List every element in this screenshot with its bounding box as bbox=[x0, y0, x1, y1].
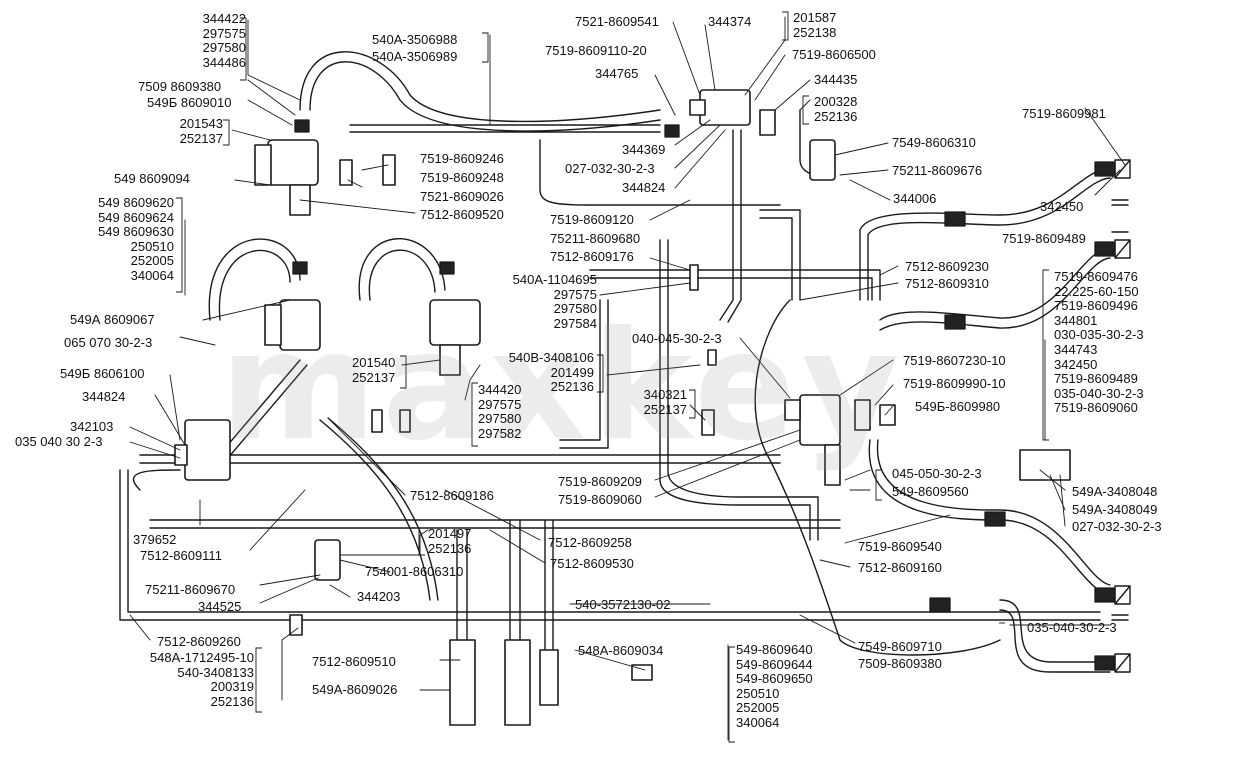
part-label: 344765 bbox=[595, 66, 639, 81]
part-label: 549-8609560 bbox=[892, 484, 969, 499]
part-label: 549А-8609026 bbox=[312, 682, 398, 697]
part-label: 7519-8606500 bbox=[792, 47, 876, 62]
part-label: 7512-8609176 bbox=[550, 249, 634, 264]
part-label: 549Б 8606100 bbox=[60, 366, 145, 381]
part-label: 549А 8609067 bbox=[70, 312, 155, 327]
part-label: 7521-8609026 bbox=[420, 189, 504, 204]
part-label: 549Б 8609010 bbox=[147, 95, 232, 110]
part-label: 7519-8609120 bbox=[550, 212, 634, 227]
part-label: 7549-8609710 bbox=[858, 639, 942, 654]
part-label: 75211-8609676 bbox=[892, 163, 983, 178]
part-label: 540A-3506989 bbox=[372, 49, 458, 64]
part-label: 065 070 30-2-3 bbox=[64, 335, 153, 350]
part-label: 344203 bbox=[357, 589, 401, 604]
part-label: 344374 bbox=[708, 14, 752, 29]
part-label: 7519-8609540 bbox=[858, 539, 942, 554]
part-label: 7509-8609380 bbox=[858, 656, 942, 671]
part-label: 540A-3506988 bbox=[372, 32, 458, 47]
part-label: 344525 bbox=[198, 599, 242, 614]
part-label: 7519-8607230-10 bbox=[903, 353, 1006, 368]
part-label: 549Б-8609980 bbox=[915, 399, 1001, 414]
part-label: 7512-8609258 bbox=[548, 535, 632, 550]
part-label: 7519-8609110-20 bbox=[545, 43, 647, 58]
end-caps bbox=[1111, 159, 1131, 673]
part-label: 035-040-30-2-3 bbox=[1027, 620, 1117, 635]
part-label: 344435 bbox=[814, 72, 858, 87]
part-label: 7519-8609246 bbox=[420, 151, 504, 166]
part-label: 045-050-30-2-3 bbox=[892, 466, 982, 481]
part-label: 75211-8609670 bbox=[145, 582, 236, 597]
part-label: 7512-8609186 bbox=[410, 488, 494, 503]
part-label: 549 8609094 bbox=[114, 171, 190, 186]
part-label: 75211-8609680 bbox=[550, 231, 641, 246]
part-label: 549А-3408048 bbox=[1072, 484, 1158, 499]
part-label: 7549-8606310 bbox=[892, 135, 976, 150]
part-label: 344006 bbox=[893, 191, 937, 206]
part-label: 342103 bbox=[70, 419, 114, 434]
part-label: 7512-8609520 bbox=[420, 207, 504, 222]
part-label: 344824 bbox=[622, 180, 666, 195]
part-label: 7521-8609541 bbox=[575, 14, 659, 29]
part-label: 7519-8609209 bbox=[558, 474, 642, 489]
part-label: 754001-8606310 bbox=[365, 564, 464, 579]
part-label: 027-032-30-2-3 bbox=[1072, 519, 1162, 534]
part-label: 7512-8609160 bbox=[858, 560, 942, 575]
part-label: 548А-8609034 bbox=[578, 643, 664, 658]
part-label: 7519-8609981 bbox=[1022, 106, 1106, 121]
part-label: 379652 bbox=[133, 532, 177, 547]
part-label: 7519-8609248 bbox=[420, 170, 504, 185]
hose-lines bbox=[119, 51, 1111, 673]
label-brackets bbox=[176, 11, 1049, 743]
part-label: 344369 bbox=[622, 142, 666, 157]
watermark: maxkey bbox=[220, 300, 906, 474]
part-label: 7512-8609230 bbox=[905, 259, 989, 274]
part-label: 7519-8609990-10 bbox=[903, 376, 1006, 391]
part-label: 7512-8609530 bbox=[550, 556, 634, 571]
hose-fittings bbox=[292, 119, 1116, 671]
components bbox=[174, 89, 1071, 726]
leader-lines bbox=[129, 16, 1126, 741]
part-label: 540-3572130-02 bbox=[575, 597, 671, 612]
part-label: 7519-8609060 bbox=[558, 492, 642, 507]
part-label: 7512-8609310 bbox=[905, 276, 989, 291]
part-label: 549А-3408049 bbox=[1072, 502, 1158, 517]
part-label: 7509 8609380 bbox=[138, 79, 222, 94]
part-label: 7512-8609260 bbox=[157, 634, 241, 649]
part-label: 7519-8609489 bbox=[1002, 231, 1086, 246]
part-label: 7512-8609111 bbox=[140, 548, 222, 563]
part-label: 027-032-30-2-3 bbox=[565, 161, 655, 176]
part-label: 7512-8609510 bbox=[312, 654, 396, 669]
part-label: 342450 bbox=[1040, 199, 1084, 214]
part-label: 035 040 30 2-3 bbox=[15, 434, 103, 449]
part-label: 344824 bbox=[82, 389, 126, 404]
part-label: 040-045-30-2-3 bbox=[632, 331, 722, 346]
